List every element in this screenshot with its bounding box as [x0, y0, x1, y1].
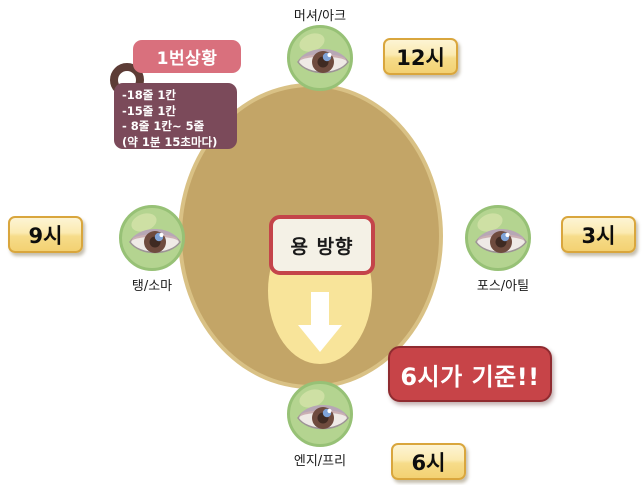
callout-header: 1번상황 [133, 40, 241, 73]
member-label-left: 탱/소마 [131, 279, 173, 294]
member-label-right: 포스/아틸 [476, 279, 530, 294]
callout-header-label: 1번상황 [156, 49, 218, 69]
clock-button-12[interactable]: 12시 [383, 38, 458, 75]
member-label-bottom: 엔지/프리 [293, 454, 347, 469]
dragon-direction-box: 용 방향 [269, 215, 375, 275]
down-arrow-icon [296, 292, 344, 354]
clock-button-6-label: 6시 [411, 450, 446, 475]
emphasis-badge-label: 6시가 기준!! [400, 362, 540, 391]
clock-button-3-label: 3시 [581, 223, 616, 248]
clock-button-9[interactable]: 9시 [8, 216, 83, 253]
clock-button-6[interactable]: 6시 [391, 443, 466, 480]
clock-button-9-label: 9시 [28, 223, 63, 248]
dragon-direction-label: 용 방향 [290, 235, 354, 258]
eye-icon-bottom[interactable] [287, 381, 353, 447]
eye-icon-left[interactable] [119, 205, 185, 271]
eye-icon-right[interactable] [465, 205, 531, 271]
callout-line-2: -15줄 1칸 [122, 103, 176, 118]
emphasis-badge: 6시가 기준!! [388, 346, 552, 402]
eye-icon-top[interactable] [287, 25, 353, 91]
callout-line-3: - 8줄 1칸~ 5줄 [122, 119, 205, 133]
callout-line-1: -18줄 1칸 [122, 88, 176, 102]
callout-body: -18줄 1칸 -15줄 1칸 - 8줄 1칸~ 5줄 (약 1분 15초마다) [114, 83, 237, 149]
callout-line-4: (약 1분 15초마다) [122, 134, 218, 149]
member-label-top: 머셔/아크 [293, 9, 347, 24]
clock-button-3[interactable]: 3시 [561, 216, 636, 253]
clock-button-12-label: 12시 [396, 45, 445, 70]
